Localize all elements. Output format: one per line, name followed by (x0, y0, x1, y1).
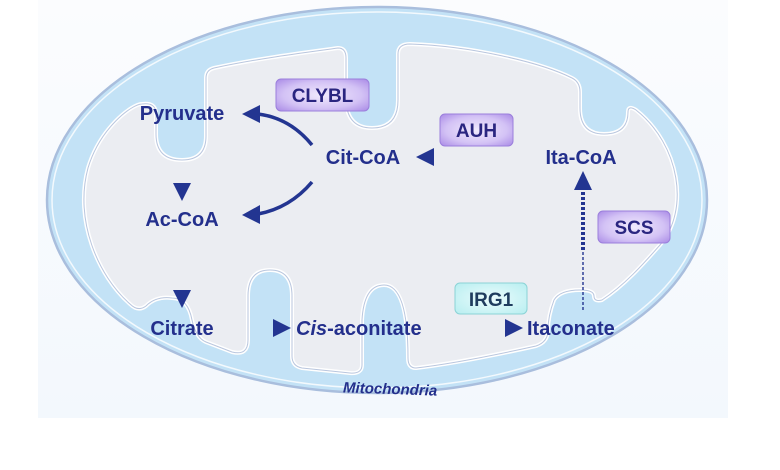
arrow-citcoa-to-pyruvate (242, 105, 314, 147)
metabolite-pyruvate: Pyruvate (140, 103, 225, 125)
enzyme-label-irg1: IRG1 (469, 290, 514, 311)
arrow-accoa-to-citrate (173, 232, 191, 308)
metabolite-ita-coa: Ita-CoA (545, 147, 616, 169)
metabolite-ac-coa: Ac-CoA (145, 209, 218, 231)
cis-prefix: Cis (296, 318, 327, 340)
outer-membrane-highlight (51, 11, 703, 389)
arrow-citcoa-to-accoa (242, 180, 314, 224)
compartment-label-mitochondria: Mitochondria (343, 379, 438, 399)
enzyme-badge-scs: SCS (597, 210, 671, 244)
metabolite-citrate: Citrate (150, 318, 213, 340)
enzyme-badge-clybl: CLYBL (275, 78, 370, 112)
enzyme-label-clybl: CLYBL (292, 86, 354, 107)
enzyme-label-scs: SCS (614, 218, 653, 239)
metabolite-cis-aconitate: Cis-aconitate (296, 318, 422, 340)
inner-membrane-edge (83, 43, 678, 374)
enzyme-badge-irg1: IRG1 (454, 282, 528, 315)
arrow-pyruvate-to-accoa (173, 127, 191, 201)
enzyme-badge-auh: AUH (439, 113, 514, 147)
arrow-itacoa-to-citcoa (416, 148, 530, 166)
arrow-citrate-to-cisaconitate (228, 319, 291, 337)
arrow-cisaconitate-to-itaconate (468, 319, 523, 337)
aconitate-suffix: -aconitate (327, 318, 421, 340)
metabolite-cit-coa: Cit-CoA (326, 147, 400, 169)
arrow-itaconate-to-itacoa (574, 171, 592, 310)
enzyme-label-auh: AUH (456, 121, 497, 142)
metabolite-itaconate: Itaconate (527, 318, 615, 340)
